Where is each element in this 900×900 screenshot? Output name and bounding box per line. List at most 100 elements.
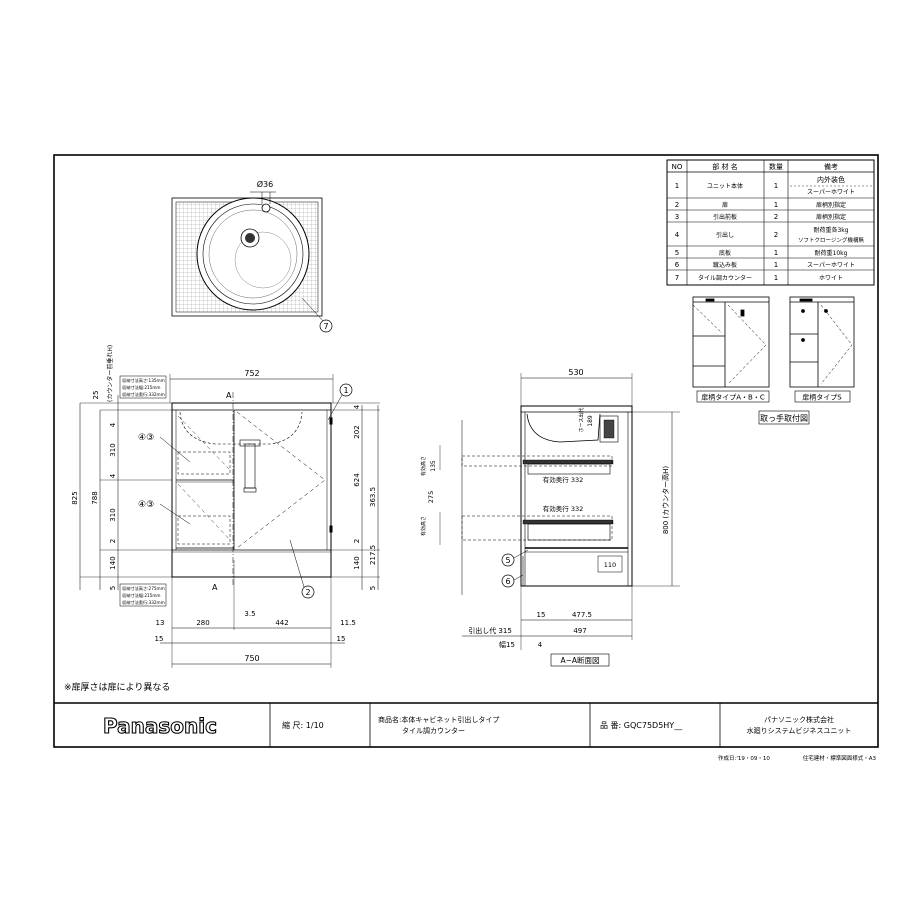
side-275: 275	[427, 491, 435, 503]
table-row-remark: スーパーホワイト	[807, 189, 855, 196]
table-row-no: 7	[675, 274, 679, 282]
dim-r202: 202	[353, 425, 361, 438]
table-row-qty: 2	[774, 213, 778, 221]
storage-note-lower: 収納寸法高さ:275mm 収納寸法幅:215mm 収納寸法奥行:332mm	[119, 583, 167, 607]
side-eff-depth-2: 有効奥行 332	[543, 504, 583, 513]
front-view	[79, 374, 380, 668]
footer-standard: 住宅建材・標準図面様式・A3	[803, 754, 877, 762]
dim-4a: 4	[109, 422, 117, 427]
front-bottom-dim: 750	[244, 654, 259, 663]
dim-4b: 4	[109, 473, 117, 478]
handle-type-s-label-box	[794, 390, 851, 403]
front-top-dim: 752	[244, 369, 259, 378]
callout-7: 7	[323, 322, 328, 331]
dim-11-5: 11.5	[340, 619, 356, 627]
callout-43-upper-leader	[159, 436, 191, 463]
section-mark-top: A	[226, 391, 232, 400]
table-row-qty: 1	[774, 274, 778, 282]
footer-date: 作成日:'19・09・10	[718, 754, 770, 762]
handle-type-abc-label-box	[696, 390, 770, 403]
handle-caption-box	[758, 410, 810, 425]
table-row-no: 4	[675, 231, 680, 239]
title-company-line2: 水廻りシステムビジネスユニット	[747, 726, 852, 735]
handle-caption: 取っ手取付図	[760, 413, 808, 423]
section-mark-bottom: A	[212, 583, 218, 592]
table-row-qty: 2	[774, 231, 778, 239]
table-header-remarks: 備考	[824, 162, 838, 171]
callout-2-circle	[301, 585, 315, 599]
dim-r2: 2	[353, 539, 361, 543]
side-dim-477-5: 477.5	[572, 611, 592, 619]
table-row-qty: 1	[774, 261, 778, 269]
table-row-name: 引出前板	[713, 213, 737, 221]
table-row-no: 1	[675, 182, 679, 190]
dim-140: 140	[109, 556, 117, 569]
sheet-border	[53, 154, 879, 748]
side-eff-height-1: 有効高さ	[420, 456, 427, 476]
handle-type-s-label: 扉柄タイプS	[802, 393, 842, 402]
table-row-remark: 耐荷重各3kg	[813, 226, 848, 234]
side-top-dim: 530	[568, 368, 583, 377]
storage-lower-depth: 収納寸法奥行:332mm	[122, 599, 165, 606]
table-row-remark: 内外装色	[817, 175, 845, 184]
table-row-remark: 耐荷重10kg	[815, 249, 848, 257]
title-scale: 縮 尺: 1/10	[282, 720, 324, 730]
handle-figure-s	[789, 296, 855, 388]
parts-table: NO 部 材 名 数量 備考 1 ユニット本体 1 内外装色 スーパーホワイト …	[666, 159, 875, 286]
side-view	[439, 373, 680, 650]
callout-6-circle	[501, 574, 515, 588]
dim-825: 825	[71, 491, 79, 504]
callout-43-lower-leader	[159, 503, 191, 525]
title-product-line1: 商品名:本体キャビネット引出しタイプ	[378, 715, 499, 724]
dim-442: 442	[275, 619, 288, 627]
callout-43-upper: ④③	[138, 433, 154, 443]
dim-15-left: 15	[155, 635, 164, 643]
callout-1-leader	[327, 394, 343, 421]
dim-r217: 217.5	[369, 545, 377, 565]
title-part-no: 品 番: GQC75D5HY__	[600, 720, 683, 730]
dim-788: 788	[91, 491, 99, 504]
door-thickness-note: ※扉厚さは扉により異なる	[64, 681, 170, 693]
title-block	[54, 702, 878, 747]
table-row-no: 3	[675, 213, 679, 221]
table-row-name: 引出し	[716, 231, 734, 239]
handle-type-abc-label: 扉柄タイプA・B・C	[701, 393, 765, 402]
storage-lower-height: 収納寸法高さ:275mm	[122, 585, 165, 592]
callout-5: 5	[505, 556, 510, 565]
table-row-remark: ソフトクロージング機構無	[798, 236, 864, 244]
section-label-box	[550, 653, 610, 667]
table-row-qty: 1	[774, 201, 778, 209]
side-110: 110	[604, 561, 616, 569]
storage-lower-width: 収納寸法幅:215mm	[122, 592, 161, 599]
storage-note-upper: 収納寸法高さ:135mm 収納寸法幅:215mm 収納寸法奥行:332mm	[119, 375, 167, 399]
table-header-qty: 数量	[769, 162, 783, 171]
side-eff-depth-1: 有効奥行 332	[543, 475, 583, 484]
callout-7-circle	[319, 319, 333, 333]
table-row-name: 扉	[722, 201, 728, 209]
dim-3-5: 3.5	[244, 610, 255, 618]
table-row-name: 蹴込み板	[713, 261, 737, 269]
side-hose-note: ホース出代	[578, 408, 585, 433]
callout-6-leader	[513, 574, 524, 581]
table-row-qty: 1	[774, 182, 778, 190]
table-row-remark: 扉柄別指定	[816, 213, 846, 221]
dim-5: 5	[109, 586, 117, 590]
callout-5-circle	[501, 553, 515, 567]
handle-figure-abc	[692, 296, 770, 388]
table-row-name: ユニット本体	[707, 182, 743, 190]
table-row-remark: ホワイト	[819, 275, 843, 282]
side-dim-4: 4	[538, 641, 543, 649]
table-row-no: 2	[675, 201, 679, 209]
storage-upper-height: 収納寸法高さ:135mm	[122, 377, 165, 384]
table-row-name: 底板	[719, 249, 731, 257]
dim-310a: 310	[109, 443, 117, 456]
side-dim-15: 15	[537, 611, 546, 619]
dim-13: 13	[156, 619, 165, 627]
callout-1-circle	[339, 383, 353, 397]
callout-43-lower: ④③	[138, 500, 154, 510]
table-row-no: 6	[675, 261, 680, 269]
callout-2: 2	[305, 588, 310, 597]
dim-r4: 4	[353, 404, 361, 409]
top-view-diameter: Ø36	[257, 179, 273, 189]
